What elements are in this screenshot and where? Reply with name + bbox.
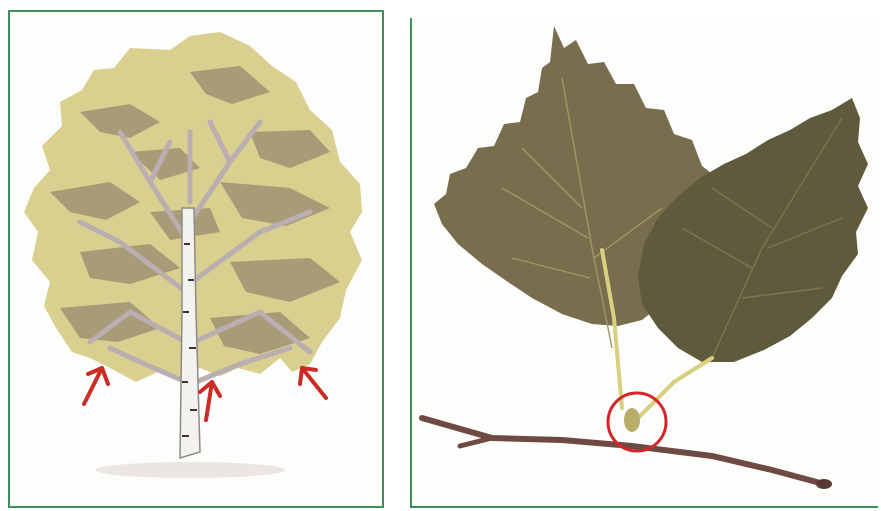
ground-shadow	[95, 462, 285, 478]
arrow-left	[84, 368, 108, 404]
leaf-photo-panel	[410, 18, 878, 508]
node-bud	[624, 408, 640, 432]
tree-illustration-panel	[8, 10, 384, 508]
leaf-photo	[412, 18, 878, 508]
arrow-center	[200, 382, 220, 420]
twig	[422, 418, 824, 484]
tree-illustration	[10, 12, 382, 506]
arrow-right	[300, 368, 326, 398]
twig-tip-bud	[816, 479, 832, 489]
twig-side-bud	[460, 438, 492, 446]
